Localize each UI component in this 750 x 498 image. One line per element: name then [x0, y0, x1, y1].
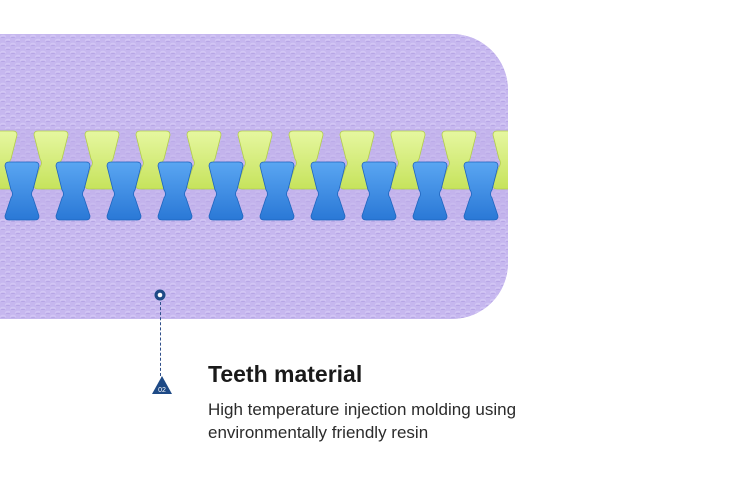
- zipper-tooth-lower: [310, 161, 346, 221]
- zipper-tooth-lower: [361, 161, 397, 221]
- callout-connector-line: [159, 302, 161, 376]
- zipper-tooth-lower: [106, 161, 142, 221]
- feature-description: High temperature injection molding using…: [208, 398, 628, 444]
- zipper-closeup-image: [0, 34, 508, 319]
- zipper-tooth-lower: [157, 161, 193, 221]
- zipper-tooth-upper: [492, 130, 508, 190]
- zipper-tooth-lower: [55, 161, 91, 221]
- feature-number: 02: [158, 387, 166, 394]
- zipper-tooth-lower: [412, 161, 448, 221]
- circle-dot-icon: [154, 289, 166, 301]
- feature-description-line-1: High temperature injection molding using: [208, 400, 517, 419]
- feature-title: Teeth material: [208, 361, 363, 387]
- zipper-tooth-lower: [259, 161, 295, 221]
- zipper-tooth-lower: [463, 161, 499, 221]
- feature-description-line-2: environmentally friendly resin: [208, 423, 429, 442]
- zipper-tooth-lower: [4, 161, 40, 221]
- zipper-tooth-lower: [208, 161, 244, 221]
- zipper-illustration: [0, 34, 508, 319]
- triangle-badge-icon: 02: [151, 375, 173, 395]
